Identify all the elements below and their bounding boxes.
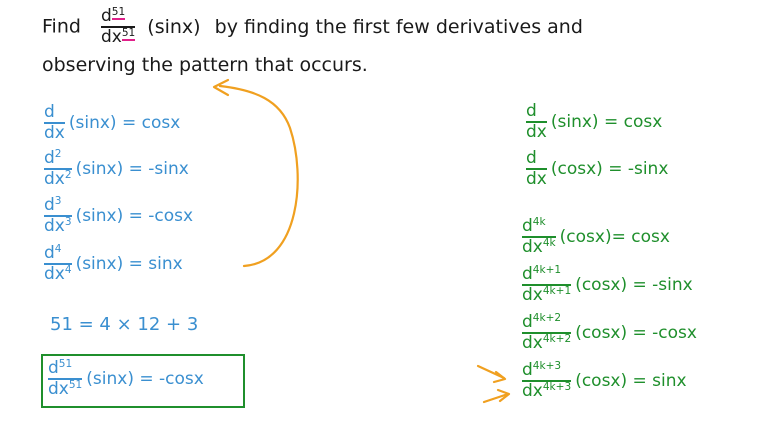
operator-numerator: d <box>100 6 112 26</box>
answer-denominator-exponent: 51 <box>68 379 83 392</box>
general-expression: (cosx)= cosx <box>559 226 670 247</box>
step-numerator: d <box>44 243 55 263</box>
general-denominator-exponent: 4k+2 <box>542 333 572 346</box>
step-denominator: dx <box>44 264 65 284</box>
general-numerator-exponent: 4k+2 <box>532 312 562 325</box>
general-denominator-exponent: 4k+3 <box>542 381 572 394</box>
step-numerator-exponent: 2 <box>54 148 62 161</box>
problem-statement-line2: observing the pattern that occurs. <box>42 54 368 76</box>
step-denominator-exponent: 4 <box>64 264 72 277</box>
basic-numerator: d <box>526 148 537 168</box>
problem-derivative-operator: d51 dx51 <box>100 6 136 47</box>
step-numerator-exponent: 3 <box>54 195 62 208</box>
general-numerator-exponent: 4k+1 <box>532 264 562 277</box>
general-numerator-exponent: 4k+3 <box>532 360 562 373</box>
general-numerator: d <box>522 264 533 284</box>
step-numerator: d <box>44 148 55 168</box>
general-numerator: d <box>522 216 533 236</box>
general-numerator-exponent: 4k <box>532 216 546 229</box>
general-denominator: dx <box>522 285 543 305</box>
operator-denominator-exponent: 51 <box>121 27 136 42</box>
basic-denominator: dx <box>526 169 547 189</box>
answer-box <box>41 354 245 408</box>
problem-argument: (sinx) <box>147 15 201 38</box>
general-numerator: d <box>522 312 533 332</box>
basic-denominator: dx <box>526 122 547 142</box>
step-numerator: d <box>44 195 55 215</box>
pointer-arrow-lower-head <box>496 388 511 403</box>
step-numerator: d <box>44 102 55 122</box>
general-expression: (cosx) = -sinx <box>575 274 693 295</box>
answer-numerator-exponent: 51 <box>58 358 73 371</box>
answer-expression: (sinx) = -cosx <box>86 368 204 389</box>
problem-statement-line1: Find d51 dx51 (sinx) by finding the firs… <box>42 6 583 47</box>
operator-denominator: dx <box>100 27 122 47</box>
general-denominator: dx <box>522 381 543 401</box>
step-expression: (sinx) = sinx <box>75 253 183 274</box>
general-denominator-exponent: 4k <box>542 237 556 250</box>
cycle-arrow-head <box>212 78 230 97</box>
step-expression: (sinx) = cosx <box>68 112 181 133</box>
step-denominator: dx <box>44 216 65 236</box>
general-expression: (cosx) = sinx <box>575 370 687 391</box>
step-numerator-exponent: 4 <box>54 243 62 256</box>
general-expression: (cosx) = -cosx <box>575 322 697 343</box>
cycle-arrow <box>218 84 299 268</box>
decomposition: 51 = 4 × 12 + 3 <box>50 314 199 335</box>
step-denominator-exponent: 2 <box>64 169 72 182</box>
step-expression: (sinx) = -sinx <box>75 158 189 179</box>
general-denominator: dx <box>522 333 543 353</box>
answer-numerator: d <box>48 358 59 378</box>
operator-numerator-exponent: 51 <box>111 6 126 21</box>
step-expression: (sinx) = -cosx <box>75 205 194 226</box>
basic-numerator: d <box>526 101 537 121</box>
general-numerator: d <box>522 360 533 380</box>
step-denominator-exponent: 3 <box>64 216 72 229</box>
general-denominator-exponent: 4k+1 <box>542 285 572 298</box>
pointer-arrow-lower <box>482 392 510 404</box>
pointer-arrow-upper-head <box>492 370 507 384</box>
answer-denominator: dx <box>48 379 69 399</box>
find-word: Find <box>42 15 81 38</box>
step-denominator: dx <box>44 169 65 189</box>
step-denominator: dx <box>44 123 65 143</box>
problem-rest-line1: by finding the first few derivatives and <box>214 15 583 38</box>
basic-expression: (cosx) = -sinx <box>550 158 669 179</box>
general-denominator: dx <box>522 237 543 257</box>
basic-expression: (sinx) = cosx <box>550 111 663 132</box>
